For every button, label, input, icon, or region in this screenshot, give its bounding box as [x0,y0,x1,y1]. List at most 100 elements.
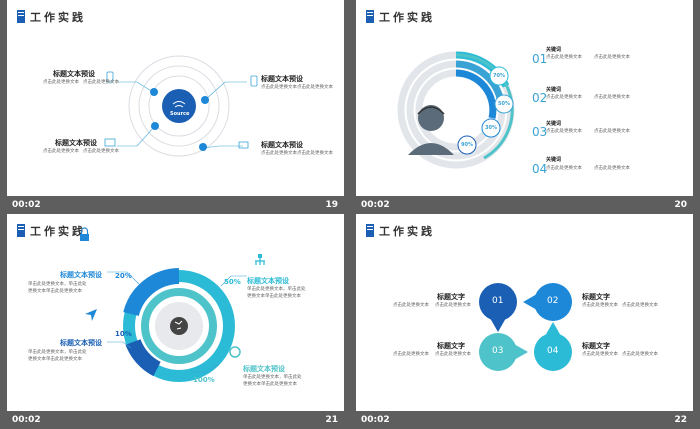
org-chart-icon [255,258,265,265]
slide-status-bar: 00:02 21 [7,411,344,429]
timing-label: 00:02 [361,415,390,425]
slide-thumbnail-20[interactable]: 工作实践 70% 50% 30% 90% 01 关键词 点 [356,0,693,214]
timing-label: 00:02 [361,200,390,210]
ring-percent: 70% [493,73,505,79]
slide-status-bar: 00:02 22 [356,411,693,429]
globe-icon [170,317,188,335]
tablet-icon [250,75,258,87]
ring-diagram [397,51,515,169]
slide-canvas: 工作实践 01 02 03 04 标题文字 点击此处更换文本 点击此处更换文本 … [356,214,693,411]
percent-label: 100% [193,376,215,384]
center-label: Source [170,111,190,117]
slide-title: 工作实践 [379,225,435,238]
item-number: 02 [532,91,548,105]
item-title: 关键词 [546,87,562,93]
ring-percent: 50% [498,101,510,107]
slide-thumbnail-22[interactable]: 工作实践 01 02 03 04 标题文字 点击此处更换文本 点击此处更换文本 … [356,214,693,429]
item-title: 标题文本预设 [60,339,102,347]
document-icon [17,10,25,23]
percent-label: 20% [115,272,132,280]
item-title: 标题文本预设 [247,277,289,285]
item-desc: 点击此处更换文本 [83,80,119,85]
item-title: 关键词 [546,157,562,163]
item-desc: 单击此处更换文本，单击此处 [243,375,302,380]
monitor-icon [104,138,116,147]
item-desc: 点击此处更换文本 [83,149,119,154]
timing-label: 00:02 [12,415,41,425]
slide-number: 22 [674,415,687,425]
ring-percent: 90% [461,142,473,148]
slide-thumbnail-19[interactable]: 工作实践 Source 标题文本预设 点击此处更换文本 点击此处更换文本 [7,0,344,214]
item-title: 标题文本预设 [261,75,303,83]
slide-number: 21 [325,415,338,425]
refresh-icon [229,346,241,358]
radar-diagram [104,55,258,157]
laptop-icon [238,141,249,149]
item-desc: 点击此处更换文本 [546,166,582,171]
item-desc: 点击此处更换文本 [594,55,630,60]
item-desc: 点击此处更换文本 [594,166,630,171]
percent-label: 10% [115,330,132,338]
item-desc: 点击此处更换文本 [393,352,429,357]
document-icon [17,224,25,237]
item-number: 04 [532,162,548,176]
item-desc: 单击此处更换文本，单击此处 [28,282,87,287]
phone-icon [106,71,114,83]
percent-label: 50% [224,278,241,286]
lock-icon [80,234,89,241]
wifi-icon [172,101,186,108]
item-number: 01 [532,52,548,66]
item-desc: 点击此处更换文本 [297,151,333,156]
item-desc: 点击此处更换文本 [297,85,333,90]
item-title: 标题文本预设 [55,139,97,147]
item-desc: 点击此处更换文本 [594,129,630,134]
item-desc: 点击此处更换文本 [546,129,582,134]
node-number: 01 [492,296,504,306]
slide-number: 19 [325,200,338,210]
item-title: 标题文字 [582,293,610,301]
item-number: 03 [532,125,548,139]
node-number: 04 [547,346,559,356]
item-desc: 点击此处更换文本 [261,85,297,90]
paper-plane-icon [85,309,97,321]
support-person-icon [408,105,454,155]
item-desc: 点击此处更换文本 [43,149,79,154]
item-title: 关键词 [546,47,562,53]
sector-diagram [80,227,265,382]
item-desc: 点击此处更换文本 [261,151,297,156]
item-desc: 单击此处更换文本，单击此处 [28,350,87,355]
item-desc: 单击此处更换文本，单击此处 [247,287,306,292]
item-desc: 点击此处更换文本 [393,303,429,308]
item-desc: 点击此处更换文本 [582,303,618,308]
slide-title: 工作实践 [30,225,86,238]
item-title: 标题文本预设 [261,141,303,149]
item-desc: 点击此处更换文本 [435,352,471,357]
item-desc: 点击此处更换文本 [622,352,658,357]
item-title: 标题文本预设 [243,365,285,373]
item-title: 标题文字 [582,342,610,350]
item-desc: 更换文本单击此处更换文本 [243,382,297,387]
slide-canvas: 工作实践 70% 50% 30% 90% 01 关键词 点 [356,0,693,196]
node-number: 02 [547,296,559,306]
item-desc: 点击此处更换文本 [582,352,618,357]
item-title: 标题文字 [437,293,465,301]
item-desc: 更换文本单击此处更换文本 [28,357,82,362]
item-title: 标题文本预设 [60,271,102,279]
item-desc: 点击此处更换文本 [43,80,79,85]
slide-title: 工作实践 [379,11,435,24]
quad-diagram [479,283,572,371]
item-desc: 更换文本单击此处更换文本 [28,289,82,294]
slide-status-bar: 00:02 19 [7,196,344,214]
item-title: 标题文本预设 [53,70,95,78]
item-desc: 点击此处更换文本 [594,95,630,100]
item-desc: 更换文本单击此处更换文本 [247,294,301,299]
slide-number: 20 [674,200,687,210]
slide-canvas: 工作实践 20% 50% 10% 100% 标题文本预设 单击此 [7,214,344,411]
item-title: 关键词 [546,121,562,127]
slide-thumbnail-21[interactable]: 工作实践 20% 50% 10% 100% 标题文本预设 单击此 [7,214,344,429]
item-desc: 点击此处更换文本 [622,303,658,308]
item-desc: 点击此处更换文本 [546,55,582,60]
timing-label: 00:02 [12,200,41,210]
document-icon [366,10,374,23]
slide-title: 工作实践 [30,11,86,24]
